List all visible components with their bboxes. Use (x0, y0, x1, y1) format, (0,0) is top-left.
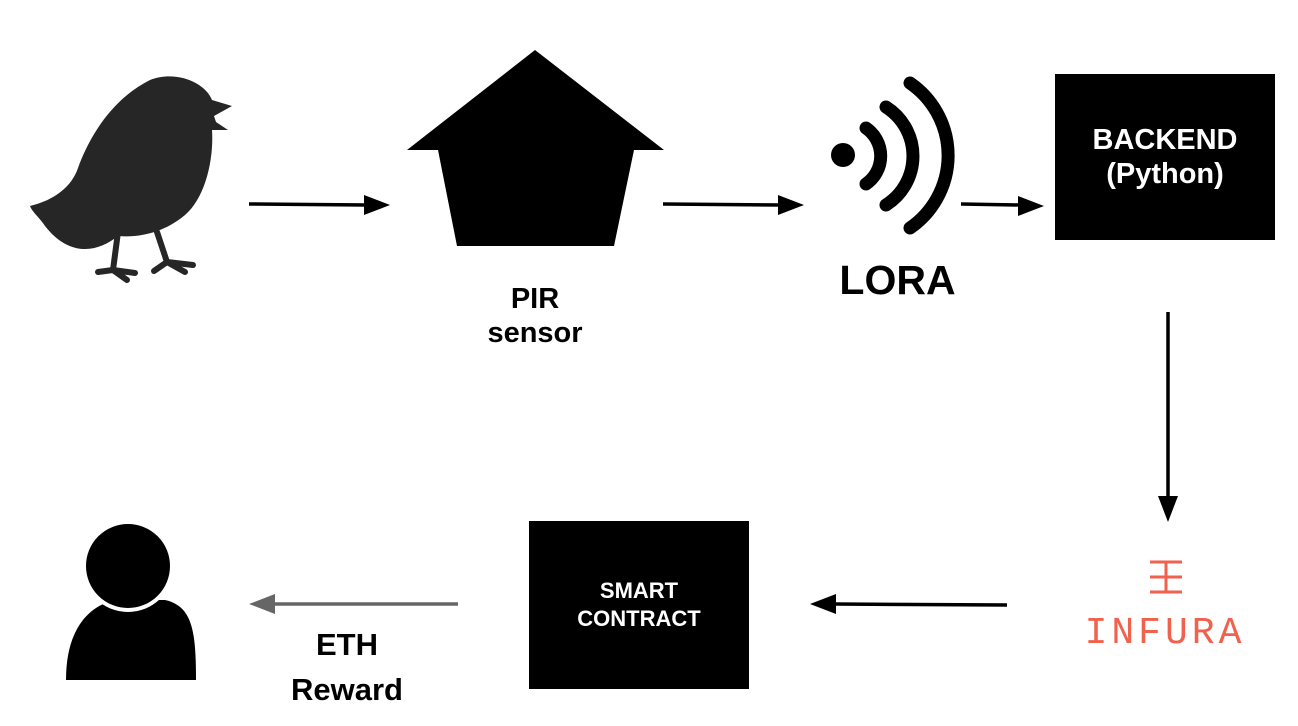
reward-line2: Reward (291, 672, 403, 707)
pir-label-line1: PIR (510, 283, 560, 315)
lora-label: LORA (839, 257, 956, 303)
smart-contract-line2: CONTRACT (577, 606, 701, 631)
reward-line1: ETH (316, 627, 378, 662)
backend-line2: (Python) (1106, 158, 1224, 190)
smart-contract-box: SMART CONTRACT (529, 521, 749, 689)
pir-label-line2: sensor (487, 317, 583, 349)
pir-sensor-label: PIR sensor (455, 282, 615, 350)
smart-contract-line1: SMART (599, 578, 679, 603)
eth-reward-label: ETH Reward (262, 622, 432, 712)
backend-box: BACKEND (Python) (1055, 74, 1275, 240)
infura-logo-text: INFURA (1084, 612, 1246, 655)
backend-line1: BACKEND (1092, 124, 1238, 156)
